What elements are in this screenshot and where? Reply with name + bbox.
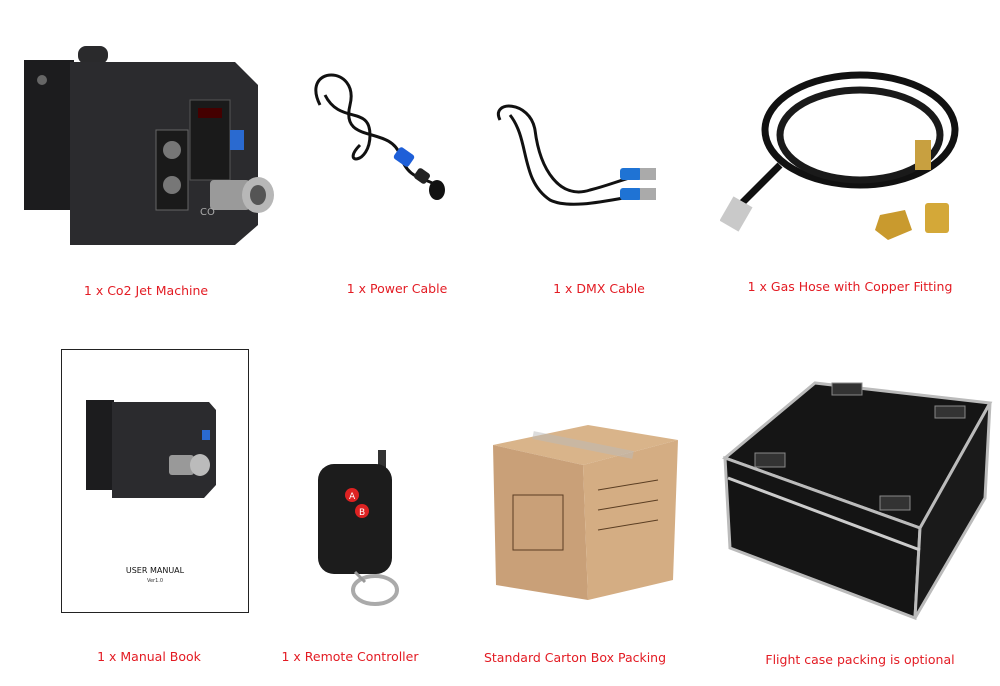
item-label: 1 x Power Cable <box>346 281 448 296</box>
item-label: 1 x Remote Controller <box>281 649 419 664</box>
item-label: 1 x Manual Book <box>97 649 201 664</box>
power-cable-icon <box>314 73 445 200</box>
item-label: Standard Carton Box Packing <box>483 650 667 665</box>
co2-jet-machine-icon: CO <box>24 46 274 245</box>
item-label: 1 x DMX Cable <box>553 281 645 296</box>
item-label: Flight case packing is optional <box>765 652 955 667</box>
item-label: 1 x Co2 Jet Machine <box>83 283 209 298</box>
flight-case-icon <box>722 381 993 621</box>
manual-cover-machine-icon <box>86 400 216 498</box>
manual-book-icon: USER MANUAL Ver1.0 <box>61 349 249 613</box>
manual-version: Ver1.0 <box>146 578 164 584</box>
item-label: 1 x Gas Hose with Copper Fitting <box>747 279 953 294</box>
carton-box-icon <box>493 425 678 600</box>
remote-controller-icon: A B <box>318 450 399 606</box>
manual-title: USER MANUAL <box>125 566 185 575</box>
remote-button-a: A <box>349 492 356 502</box>
gas-hose-icon <box>720 71 959 240</box>
dmx-cable-icon <box>496 104 656 206</box>
remote-button-b: B <box>359 508 365 518</box>
machine-panel-text: CO <box>200 207 215 218</box>
